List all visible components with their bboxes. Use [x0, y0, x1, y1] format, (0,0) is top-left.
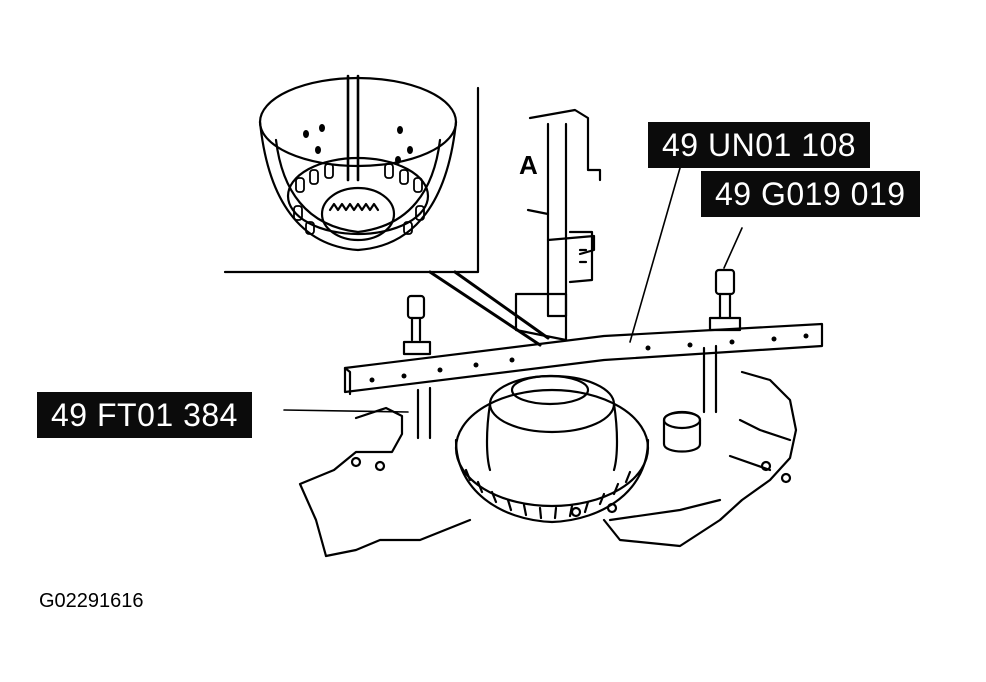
callout-tool-49-un01-108: 49 UN01 108	[648, 122, 871, 168]
depth-gauge	[514, 108, 602, 342]
callout-tool-49-ft01-384: 49 FT01 384	[37, 392, 252, 438]
left-bolt	[402, 294, 432, 440]
callout-tool-49-g019-019: 49 G019 019	[701, 171, 920, 217]
view-letter-a: A	[519, 150, 538, 180]
clutch-drum	[454, 374, 650, 524]
drum-slots	[293, 163, 425, 235]
right-bolt	[702, 268, 742, 414]
transmission-case	[298, 370, 798, 558]
bridge-bar	[343, 322, 824, 396]
figure-code: G02291616	[39, 590, 144, 612]
inset-drum-detail	[223, 74, 550, 347]
leader-lines	[283, 167, 743, 413]
drum-holes	[303, 124, 413, 164]
